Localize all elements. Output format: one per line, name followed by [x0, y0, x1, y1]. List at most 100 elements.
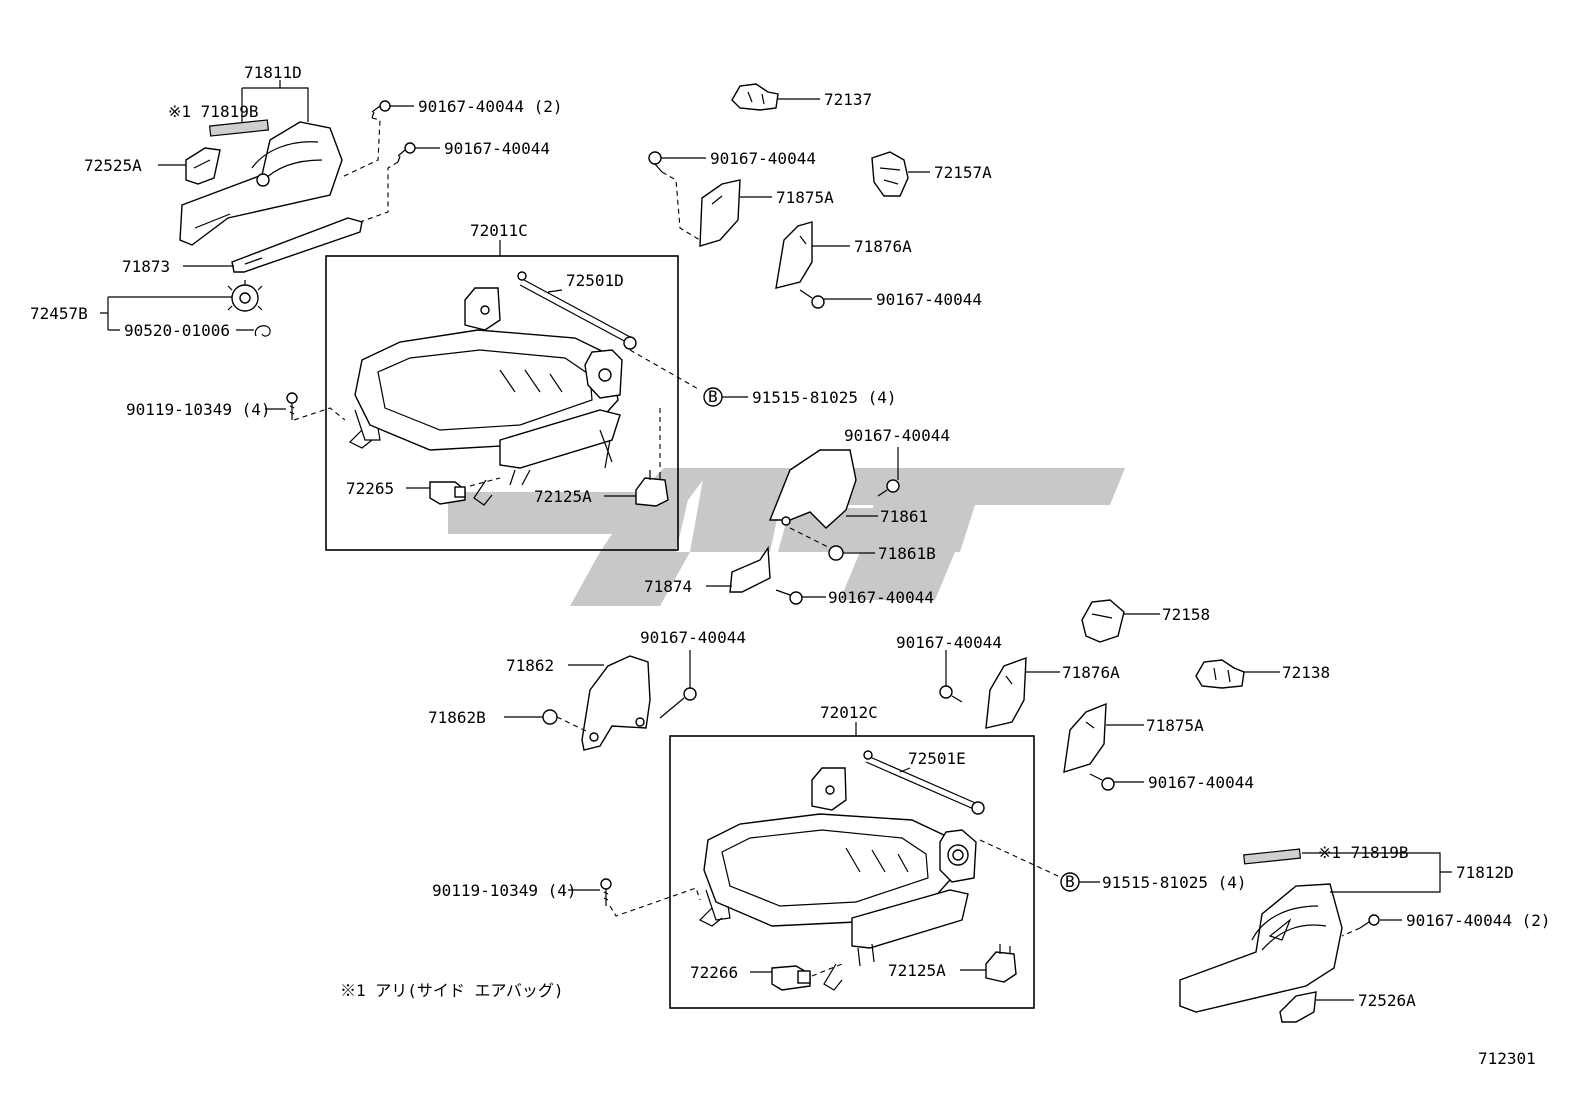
cover-72158 — [1081, 599, 1160, 643]
label-72137[interactable]: 72137 — [824, 90, 872, 109]
screw-90167-c — [799, 289, 872, 309]
rod-72501D — [517, 271, 637, 350]
label-72501E[interactable]: 72501E — [908, 749, 966, 768]
label-71861[interactable]: 71861 — [880, 507, 928, 526]
label-71811D[interactable]: 71811D — [244, 63, 302, 82]
label-71876A-b[interactable]: 71876A — [1062, 663, 1120, 682]
label-71862[interactable]: 71862 — [506, 656, 554, 675]
label-72266[interactable]: 72266 — [690, 963, 738, 982]
screw-90167-g — [659, 650, 697, 719]
label-72526A[interactable]: 72526A — [1358, 991, 1416, 1010]
footnote: ※1 アリ(サイド エアバッグ) — [340, 981, 564, 1000]
knob-cover-72526A — [1279, 991, 1354, 1023]
screw-90167-top2 — [371, 100, 391, 119]
seat-side-cover-71812D — [1179, 883, 1343, 1013]
screw-90167-d — [877, 447, 900, 497]
label-90167-bot2[interactable]: 90167-40044 (2) — [1406, 911, 1551, 930]
dash-71811D — [339, 117, 381, 179]
screw-90167-h — [1089, 773, 1144, 791]
b-marker-lower: B — [1060, 872, 1100, 892]
label-91515-a[interactable]: 91515-81025 (4) — [752, 388, 897, 407]
label-90167-top[interactable]: 90167-40044 — [444, 139, 550, 158]
label-71861B[interactable]: 71861B — [878, 544, 936, 563]
diagram-id: 712301 — [1478, 1049, 1536, 1068]
dash-90119-a — [293, 407, 346, 421]
screw-90167-e — [775, 589, 826, 605]
label-72457B[interactable]: 72457B — [30, 304, 88, 323]
cover-72157A — [871, 151, 930, 197]
watermark-logo — [448, 468, 1125, 606]
label-71812D[interactable]: 71812D — [1456, 863, 1514, 882]
label-71819B-top[interactable]: ※1 71819B — [168, 102, 258, 121]
label-90167-b[interactable]: 90167-40044 — [710, 149, 816, 168]
label-90167-e[interactable]: 90167-40044 — [828, 588, 934, 607]
label-90167-top2[interactable]: 90167-40044 (2) — [418, 97, 563, 116]
sensor-72125A-b — [960, 944, 1017, 983]
cover-71875A-a — [699, 179, 772, 247]
bolt-90119-b — [600, 878, 612, 906]
label-72525A[interactable]: 72525A — [84, 156, 142, 175]
label-72125A-b[interactable]: 72125A — [888, 961, 946, 980]
label-72157A[interactable]: 72157A — [934, 163, 992, 182]
label-71875A-b[interactable]: 71875A — [1146, 716, 1204, 735]
b-marker-upper-text: B — [708, 387, 718, 406]
seat-side-cover-71811D — [179, 121, 343, 246]
label-71862B[interactable]: 71862B — [428, 708, 486, 727]
label-71819B-bottom[interactable]: ※1 71819B — [1318, 843, 1408, 862]
rod-72501E — [863, 750, 985, 815]
label-90520[interactable]: 90520-01006 — [124, 321, 230, 340]
label-90167-d[interactable]: 90167-40044 — [844, 426, 950, 445]
cover-71875A-b — [1063, 702, 1144, 773]
label-72011C[interactable]: 72011C — [470, 221, 528, 240]
label-72138[interactable]: 72138 — [1282, 663, 1330, 682]
label-71873[interactable]: 71873 — [122, 257, 170, 276]
dash-90119-b — [609, 887, 701, 917]
dash-91515-a — [629, 349, 701, 391]
label-72501D[interactable]: 72501D — [566, 271, 624, 290]
b-marker-upper: B — [703, 387, 748, 407]
label-90167-c[interactable]: 90167-40044 — [876, 290, 982, 309]
connector-72265 — [429, 481, 466, 505]
cover-71862 — [568, 655, 651, 751]
screw-90167-f — [939, 650, 963, 703]
dash-71861B — [789, 527, 831, 549]
clip-90520 — [254, 325, 271, 337]
cap-72137 — [731, 83, 820, 111]
label-90167-h[interactable]: 90167-40044 — [1148, 773, 1254, 792]
b-marker-lower-text: B — [1065, 872, 1075, 891]
cover-71876A-a — [775, 221, 850, 289]
label-71875A-a[interactable]: 71875A — [776, 188, 834, 207]
label-71874[interactable]: 71874 — [644, 577, 692, 596]
dash-71862B — [556, 716, 589, 733]
sensor-72125A-a — [635, 470, 669, 507]
label-72158[interactable]: 72158 — [1162, 605, 1210, 624]
badge-71819B-top — [208, 119, 270, 137]
screw-90167-bot2 — [1359, 914, 1402, 929]
dash-71875A-a — [661, 171, 701, 241]
frame-box-72011C — [325, 255, 679, 551]
dash-90167-bot2 — [1341, 927, 1361, 937]
label-91515-b[interactable]: 91515-81025 (4) — [1102, 873, 1247, 892]
label-90119-b[interactable]: 90119-10349 (4) — [432, 881, 577, 900]
label-90167-f[interactable]: 90167-40044 — [896, 633, 1002, 652]
label-90167-g[interactable]: 90167-40044 — [640, 628, 746, 647]
clip-71862B — [504, 709, 558, 725]
label-72125A-a[interactable]: 72125A — [534, 487, 592, 506]
leader-72457B — [100, 296, 232, 331]
label-90119-a[interactable]: 90119-10349 (4) — [126, 400, 271, 419]
screw-90167-b — [648, 151, 706, 173]
knob-72457B — [227, 280, 263, 312]
frame-box-72012C — [669, 735, 1035, 1009]
cap-72138 — [1195, 659, 1280, 689]
label-71876A-a[interactable]: 71876A — [854, 237, 912, 256]
label-72265[interactable]: 72265 — [346, 479, 394, 498]
leader-71811D — [241, 80, 309, 122]
label-72012C[interactable]: 72012C — [820, 703, 878, 722]
bolt-90119-a — [286, 392, 298, 420]
cover-71861 — [768, 449, 878, 529]
badge-71819B-bottom — [1243, 848, 1302, 865]
bracket-71874 — [706, 545, 771, 593]
leader-72501E — [899, 767, 911, 773]
